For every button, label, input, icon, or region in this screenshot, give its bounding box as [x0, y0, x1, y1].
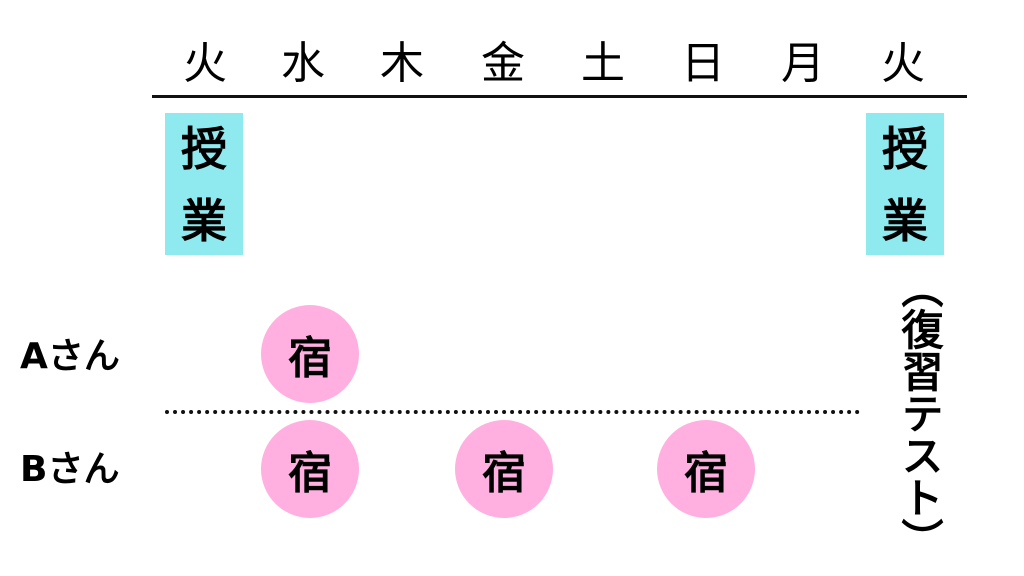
day-sun: 日	[681, 38, 725, 89]
person-b-label: Bさん	[20, 449, 120, 490]
day-sat: 土	[581, 38, 625, 89]
class-char: 授	[181, 122, 227, 176]
homework-b-wed: 宿	[261, 420, 359, 518]
homework-a-wed: 宿	[261, 305, 359, 403]
homework-b-fri: 宿	[455, 420, 553, 518]
day-tue-2: 火	[881, 38, 925, 89]
header-rule	[152, 95, 967, 98]
row-divider	[165, 410, 860, 414]
day-tue-1: 火	[183, 38, 227, 89]
class-char: 業	[181, 194, 227, 248]
class-char: 業	[882, 194, 928, 248]
review-test-label: （復習テスト）	[895, 266, 944, 560]
person-a-label: Aさん	[20, 336, 120, 377]
day-thu: 木	[380, 38, 424, 89]
day-fri: 金	[481, 38, 525, 89]
class-box-last: 授 業	[866, 113, 944, 255]
class-box-first: 授 業	[165, 113, 243, 255]
homework-b-sun: 宿	[657, 420, 755, 518]
day-wed: 水	[281, 38, 325, 89]
day-mon: 月	[781, 38, 825, 89]
class-char: 授	[882, 122, 928, 176]
